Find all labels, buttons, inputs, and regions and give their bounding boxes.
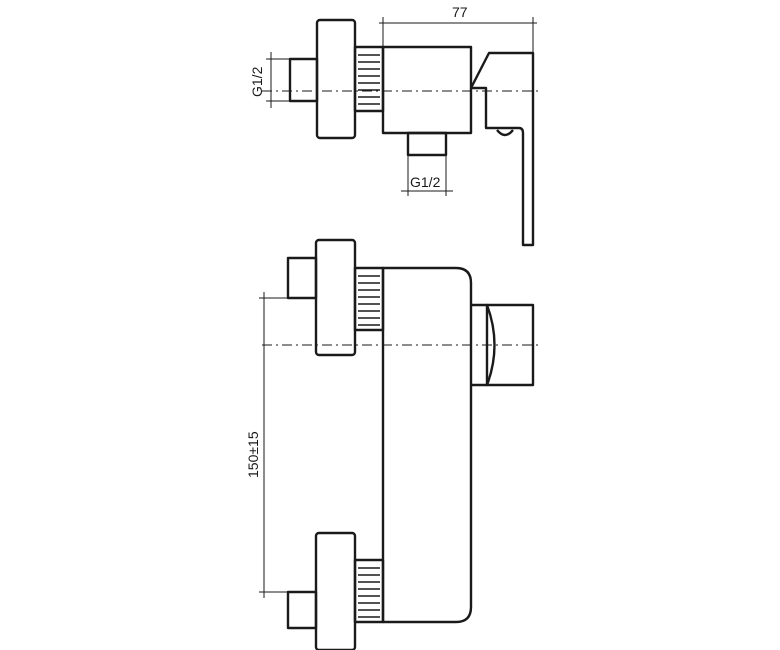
front-upper-flange (314, 238, 357, 357)
top-inlet-stub (288, 57, 319, 103)
front-upper-inlet-stub (286, 256, 318, 300)
front-lower-flange (314, 531, 357, 650)
dim-outlet-thread: G1/2 (410, 174, 441, 190)
dim-inlet-spacing: 150±15 (245, 431, 261, 478)
front-lower-nut (353, 558, 385, 624)
dim-inlet-thread: G1/2 (249, 66, 265, 97)
top-outlet-stub (406, 131, 448, 157)
front-upper-nut (353, 266, 385, 332)
dim-body-depth: 77 (452, 4, 468, 20)
top-wall-flange (315, 18, 357, 140)
top-eccentric-nut (353, 45, 385, 113)
top-lever-handle (469, 51, 535, 247)
front-lower-inlet-stub (286, 590, 318, 630)
top-lever-knob (496, 129, 514, 137)
top-mixer-body (381, 45, 473, 135)
top-view: 77 G1/2 G1/2 (249, 4, 540, 247)
front-mixer-body (381, 266, 473, 624)
front-view: 150±15 (245, 238, 540, 650)
